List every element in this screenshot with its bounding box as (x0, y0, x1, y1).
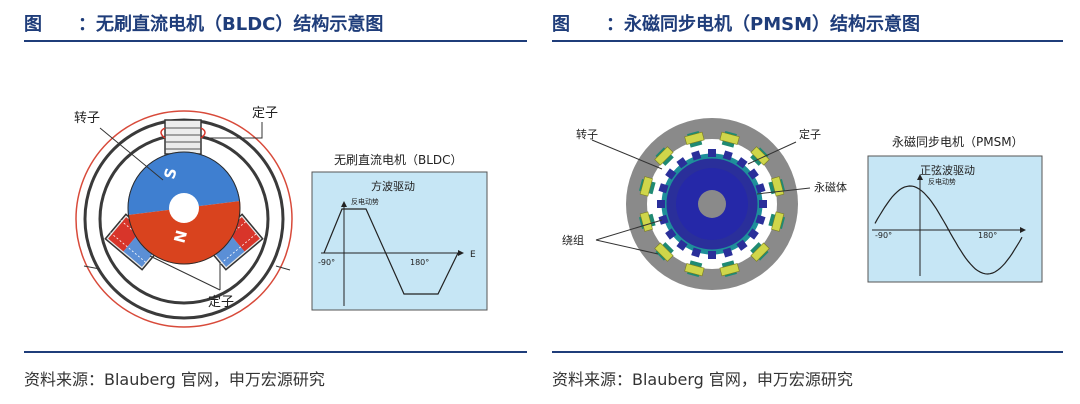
tick-left: -90° (875, 231, 892, 240)
stator-teeth (638, 130, 786, 278)
waveform-heading: 无刷直流电机（BLDC） (334, 153, 463, 167)
leader-lines (591, 139, 811, 255)
rotor-magnet: S N (127, 151, 241, 265)
stator-tooth-coil (638, 211, 656, 232)
tick-left: -90° (318, 258, 335, 267)
bldc-motor: S N 转子 定子 定子 (74, 106, 293, 328)
rotor-magnet-segment (736, 239, 748, 251)
square-wave-curve (323, 208, 459, 295)
rotor-magnet-segment (676, 239, 688, 251)
x-axis-arrow (458, 250, 464, 256)
rotor-magnet-segment (658, 214, 669, 225)
waveform-heading: 永磁同步电机（PMSM） (892, 134, 1024, 149)
figure-title-text: 永磁同步电机（PMSM）结构示意图 (624, 14, 920, 35)
bottom-rule (552, 351, 1063, 353)
tick-right: 180° (978, 231, 997, 240)
rotor-hub (169, 193, 199, 223)
sine-wave-curve (874, 185, 1023, 275)
y-axis-arrow (341, 201, 347, 207)
pole-s-half (127, 151, 240, 215)
stator-tooth-coil (654, 242, 674, 262)
label-rotor: 转子 (576, 127, 598, 141)
rotor-magnet-segment (691, 150, 702, 161)
rotor-magnet-segment (665, 168, 677, 180)
coil-top (160, 119, 206, 155)
leader-lines (83, 122, 291, 291)
x-axis-arrow (1020, 227, 1026, 233)
rotor-magnet-segment (722, 150, 733, 161)
figure-bldc: 图 ：无刷直流电机（BLDC）结构示意图 (24, 0, 527, 404)
axis-end-label: E (470, 250, 476, 260)
pmsm-motor: 转子 定子 永磁体 绕组 (562, 118, 847, 290)
figure-title-pmsm: 图 ：永磁同步电机（PMSM）结构示意图 (552, 10, 1063, 42)
figure-title-prefix: 图 (24, 14, 42, 35)
label-stator-top: 定子 (252, 106, 278, 121)
waveform-sublabel: 反电动势 (351, 197, 379, 206)
rotor-magnet-segment (676, 157, 688, 169)
rotor-magnet-segment (736, 157, 748, 169)
label-rotor: 转子 (74, 111, 100, 126)
rotor-magnet-segment (759, 200, 767, 208)
figure-title-text: 无刷直流电机（BLDC）结构示意图 (96, 14, 384, 35)
figure-pmsm: 图 ：永磁同步电机（PMSM）结构示意图 转子 定子 永磁体 绕组 永磁同步电机（… (552, 0, 1063, 404)
stator-tooth-coil (768, 211, 786, 232)
stator-tooth-coil (654, 146, 674, 166)
outer-red-ring (75, 110, 293, 328)
pmsm-diagram: 转子 定子 永磁体 绕组 永磁同步电机（PMSM） 正弦波驱动 反电动势 -90… (562, 118, 1043, 290)
rotor-shaft (698, 190, 726, 218)
bldc-waveform: 无刷直流电机（BLDC） 方波驱动 反电动势 -90° 180° E (311, 153, 488, 311)
source-note: 资料来源：Blauberg 官网，申万宏源研究 (552, 370, 853, 389)
waveform-title: 方波驱动 (371, 179, 415, 193)
figure-title-bldc: 图 ：无刷直流电机（BLDC）结构示意图 (24, 10, 527, 42)
label-winding: 绕组 (562, 233, 584, 247)
label-stator: 定子 (799, 127, 821, 141)
rotor-magnet-segment (665, 228, 677, 240)
rotor-magnet-segment (657, 200, 665, 208)
stator-tooth-coil (684, 260, 705, 278)
rotor-magnet-segment (747, 168, 759, 180)
rotor-magnet-segment (755, 183, 766, 194)
waveform-box (867, 155, 1043, 283)
stator-tooth-coil (750, 242, 770, 262)
rotor-magnet-segment (755, 214, 766, 225)
pmsm-waveform: 永磁同步电机（PMSM） 正弦波驱动 反电动势 -90° 180° (867, 134, 1043, 283)
pole-n-half (128, 201, 241, 265)
bldc-diagram: S N 转子 定子 定子 无刷直流电机（BLDC） 方波驱动 反电动势 (74, 106, 488, 328)
y-axis-arrow (917, 174, 923, 180)
tick-right: 180° (410, 258, 429, 267)
stator-tooth-coil (684, 130, 705, 148)
label-magnet: 永磁体 (814, 180, 847, 194)
stator-tooth-coil (719, 260, 740, 278)
figure-title-separator: ： (78, 14, 96, 35)
rotor-magnet-segment (708, 251, 716, 259)
figure-title-prefix: 图 (552, 14, 570, 35)
rotor-magnet-segment (747, 228, 759, 240)
pole-n-label: N (170, 228, 191, 245)
stator-tooth-coil (638, 176, 656, 197)
pole-s-label: S (160, 166, 180, 181)
waveform-box (311, 171, 488, 311)
source-note: 资料来源：Blauberg 官网，申万宏源研究 (24, 370, 325, 389)
rotor-magnet-segment (708, 149, 716, 157)
rotor-magnet-segment (691, 247, 702, 258)
rotor-magnet-segment (658, 183, 669, 194)
label-stator-bottom: 定子 (208, 295, 234, 310)
waveform-sublabel: 反电动势 (928, 177, 956, 186)
waveform-title: 正弦波驱动 (920, 163, 975, 177)
figure-title-separator: ： (606, 14, 624, 35)
rotor-magnet-segment (722, 247, 733, 258)
stator-tooth-coil (719, 130, 740, 148)
bottom-rule (24, 351, 527, 353)
